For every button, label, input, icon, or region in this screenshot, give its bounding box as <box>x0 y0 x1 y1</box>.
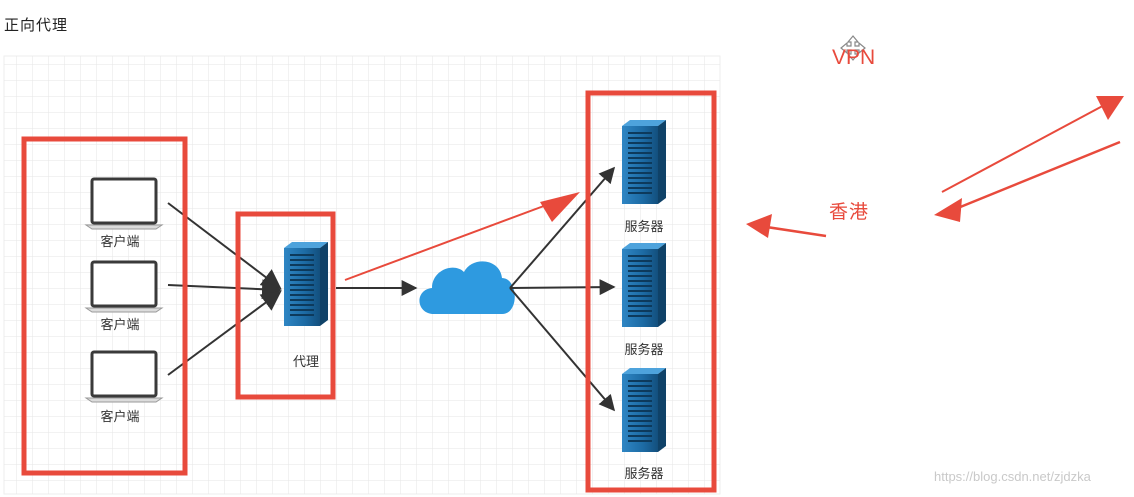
move-cursor-icon <box>840 35 866 61</box>
server-2 <box>622 243 666 327</box>
proxy-server <box>284 242 328 326</box>
server-3 <box>622 368 666 452</box>
clients-highlight-box <box>21 136 188 476</box>
page-title: 正向代理 <box>4 16 69 34</box>
red-annotation-arrows <box>344 96 1124 281</box>
proxy-highlight-box <box>235 211 336 400</box>
client-laptop-2 <box>84 260 164 314</box>
client-laptop-3 <box>84 350 164 404</box>
vpn-label: VPN <box>832 46 876 69</box>
hongkong-left-red-arrow <box>759 224 827 238</box>
proxy-label: 代理 <box>293 355 319 370</box>
cloud-to-server-arrows <box>509 166 616 412</box>
server-label: 服务器 <box>624 466 663 482</box>
hongkong-label: 香港 <box>829 201 870 223</box>
server-1 <box>622 120 666 204</box>
client-label: 客户端 <box>100 409 139 425</box>
servers-highlight-box <box>585 90 717 493</box>
proxy-to-servers-red-arrow <box>344 199 561 281</box>
watermark: https://blog.csdn.net/zjdzka <box>934 469 1091 484</box>
vpn-up-red-arrow <box>941 101 1111 193</box>
cloud-icon <box>419 261 515 314</box>
server-label: 服务器 <box>624 219 663 235</box>
client-laptop-1 <box>84 177 164 231</box>
vpn-down-red-arrow <box>947 140 1121 214</box>
server-label: 服务器 <box>624 342 663 358</box>
client-label: 客户端 <box>100 317 139 333</box>
client-label: 客户端 <box>100 234 139 250</box>
